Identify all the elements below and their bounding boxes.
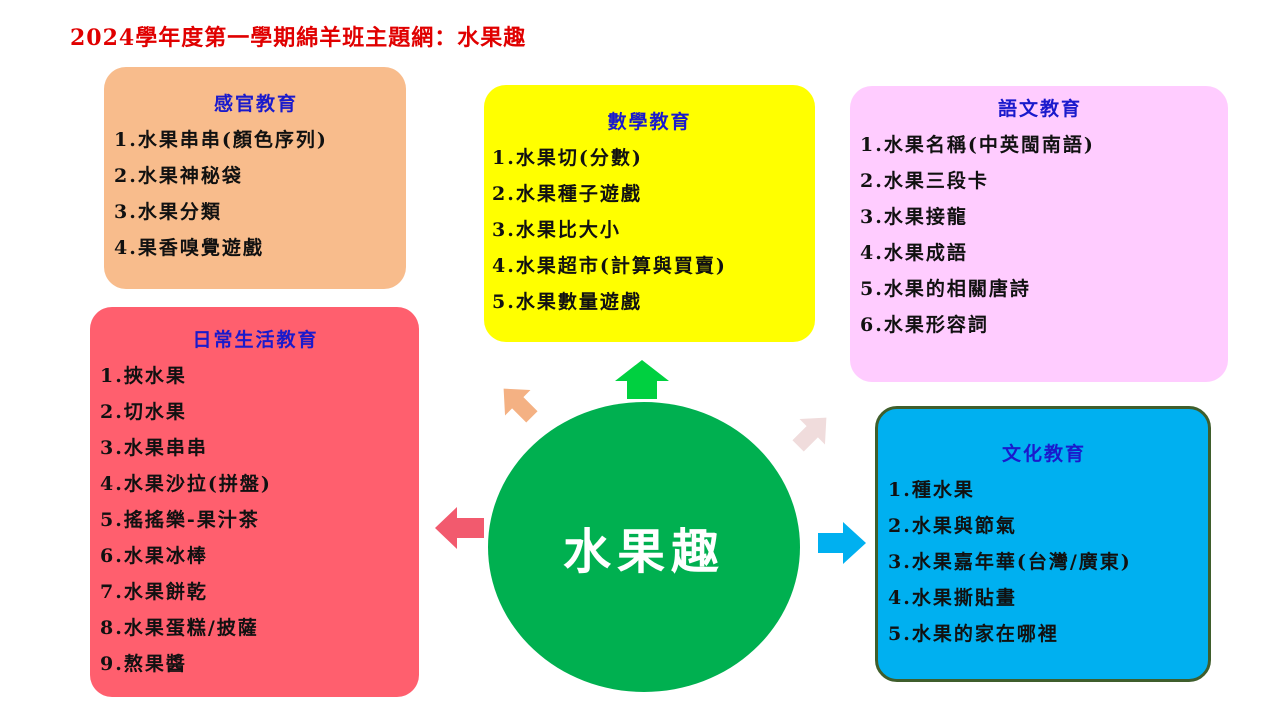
sensory-education-box: 感官教育 1.水果串串(顏色序列) 2.水果神秘袋 3.水果分類 4.果香嗅覺遊…	[104, 67, 406, 289]
list-item: 7.水果餅乾	[100, 581, 208, 603]
arrow-to-math	[615, 360, 669, 399]
arrow-to-daily	[435, 507, 484, 549]
arrow-to-sensory	[503, 388, 538, 423]
list-item: 2.水果與節氣	[888, 515, 1017, 537]
list-item: 1.種水果	[888, 479, 975, 501]
list-item: 3.水果分類	[114, 201, 222, 223]
math-list: 1.水果切(分數) 2.水果種子遊戲 3.水果比大小 4.水果超市(計算與買賣)…	[492, 140, 815, 320]
list-item: 4.水果成語	[860, 242, 968, 264]
list-item: 2.水果三段卡	[860, 170, 989, 192]
list-item: 4.水果沙拉(拼盤)	[100, 473, 272, 495]
list-item: 2.水果神秘袋	[114, 165, 243, 187]
list-item: 3.水果接龍	[860, 206, 968, 228]
list-item: 1.水果串串(顏色序列)	[114, 129, 328, 151]
list-item: 8.水果蛋糕/披薩	[100, 617, 259, 639]
language-education-box: 語文教育 1.水果名稱(中英閩南語) 2.水果三段卡 3.水果接龍 4.水果成語…	[850, 86, 1228, 382]
list-item: 1.挾水果	[100, 365, 187, 387]
language-heading: 語文教育	[997, 98, 1082, 120]
daily-heading: 日常生活教育	[192, 329, 319, 351]
list-item: 5.水果的相關唐詩	[860, 278, 1031, 300]
list-item: 9.熬果醬	[100, 653, 187, 675]
center-topic-label: 水果趣	[562, 524, 725, 580]
list-item: 6.水果冰棒	[100, 545, 208, 567]
list-item: 6.水果形容詞	[860, 314, 989, 336]
list-item: 3.水果比大小	[492, 219, 621, 241]
daily-life-education-box: 日常生活教育 1.挾水果 2.切水果 3.水果串串 4.水果沙拉(拼盤) 5.搖…	[90, 307, 419, 697]
list-item: 1.水果名稱(中英閩南語)	[860, 134, 1095, 156]
sensory-heading: 感官教育	[213, 93, 298, 115]
list-item: 2.切水果	[100, 401, 187, 423]
list-item: 5.搖搖樂-果汁茶	[100, 509, 260, 531]
list-item: 1.水果切(分數)	[492, 147, 643, 169]
center-topic-circle: 水果趣	[488, 402, 800, 692]
arrow-to-language	[792, 417, 827, 452]
list-item: 4.果香嗅覺遊戲	[114, 237, 264, 259]
list-item: 3.水果串串	[100, 437, 208, 459]
culture-heading: 文化教育	[1001, 443, 1086, 465]
language-list: 1.水果名稱(中英閩南語) 2.水果三段卡 3.水果接龍 4.水果成語 5.水果…	[860, 127, 1228, 343]
list-item: 2.水果種子遊戲	[492, 183, 642, 205]
math-heading: 數學教育	[607, 111, 692, 133]
daily-list: 1.挾水果 2.切水果 3.水果串串 4.水果沙拉(拼盤) 5.搖搖樂-果汁茶 …	[100, 358, 419, 682]
culture-education-box: 文化教育 1.種水果 2.水果與節氣 3.水果嘉年華(台灣/廣東) 4.水果撕貼…	[875, 406, 1211, 682]
page-title: 2024學年度第一學期綿羊班主題網：水果趣	[70, 25, 527, 51]
culture-list: 1.種水果 2.水果與節氣 3.水果嘉年華(台灣/廣東) 4.水果撕貼畫 5.水…	[888, 472, 1208, 652]
list-item: 5.水果數量遊戲	[492, 291, 642, 313]
list-item: 5.水果的家在哪裡	[888, 623, 1059, 645]
list-item: 4.水果超市(計算與買賣)	[492, 255, 727, 277]
math-education-box: 數學教育 1.水果切(分數) 2.水果種子遊戲 3.水果比大小 4.水果超市(計…	[484, 85, 815, 342]
sensory-list: 1.水果串串(顏色序列) 2.水果神秘袋 3.水果分類 4.果香嗅覺遊戲	[114, 122, 406, 266]
arrow-to-culture	[818, 522, 866, 564]
list-item: 3.水果嘉年華(台灣/廣東)	[888, 551, 1132, 573]
list-item: 4.水果撕貼畫	[888, 587, 1017, 609]
